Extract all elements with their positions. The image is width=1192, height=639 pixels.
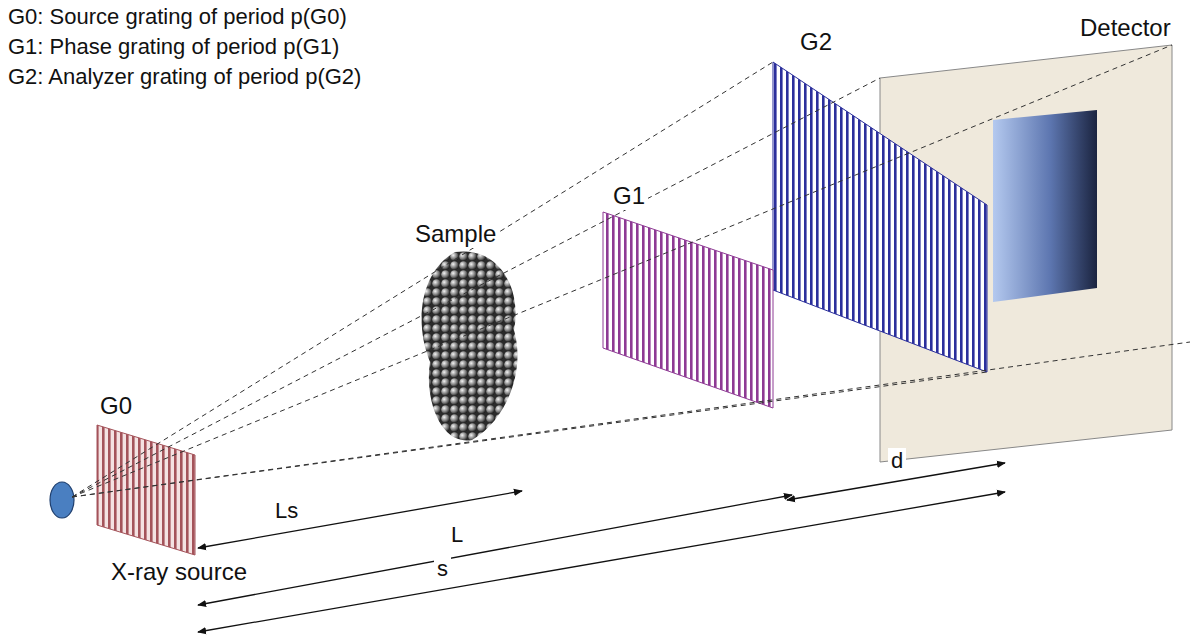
analyzer-grating: [773, 62, 987, 372]
dimension-label: Ls: [272, 498, 301, 523]
sample-object: [422, 251, 518, 440]
part-label: G2: [800, 28, 832, 56]
legend-line: G0: Source grating of period p(G0): [8, 4, 347, 29]
beam-lines: [72, 45, 1190, 497]
source-grating: [97, 425, 195, 555]
xray-source: [50, 482, 74, 518]
part-label: Detector: [1080, 14, 1171, 42]
part-label: G0: [100, 392, 132, 420]
part-label: G1: [610, 182, 648, 210]
dimension-label: L: [448, 522, 466, 547]
dimension-label: d: [888, 448, 906, 473]
detector-image: [993, 110, 1097, 302]
phase-grating: [603, 212, 773, 408]
legend-line: G1: Phase grating of period p(G1): [8, 34, 339, 59]
part-label: X-ray source: [108, 558, 250, 586]
dimension-label: s: [434, 556, 451, 581]
legend-line: G2: Analyzer grating of period p(G2): [8, 64, 361, 89]
part-label: Sample: [412, 220, 499, 248]
dimension-arrows: [198, 463, 1005, 632]
